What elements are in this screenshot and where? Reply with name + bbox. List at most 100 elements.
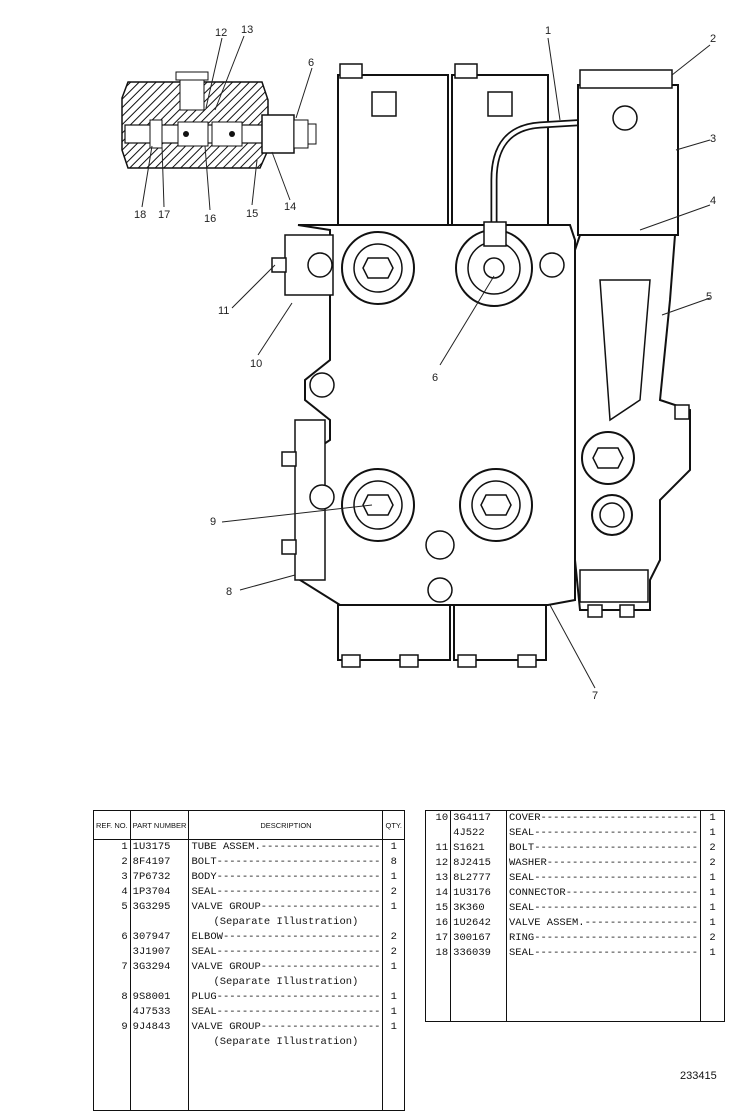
- description-text: BOLT: [191, 856, 217, 868]
- part-description: SEAL--------------------------: [506, 901, 702, 916]
- ref-number: 2: [93, 855, 131, 870]
- ref-number: 16: [425, 916, 452, 931]
- side-valve-group: [574, 69, 691, 618]
- ref-number: 18: [425, 946, 452, 961]
- part-number: 1U3176: [450, 886, 507, 901]
- leader-dots: ---------------------: [565, 887, 699, 899]
- table-filler: [425, 961, 725, 1022]
- callout-1: 1: [545, 25, 551, 37]
- leader-dots: --------------------------: [216, 1006, 381, 1018]
- ref-number: [93, 1005, 131, 1020]
- ref-number: [93, 1035, 131, 1050]
- table-row: (Separate Illustration): [93, 915, 405, 930]
- description-text: VALVE GROUP: [191, 961, 261, 973]
- part-number: 3G3294: [130, 960, 190, 975]
- description-text: SEAL: [508, 947, 535, 959]
- figure-number: 233415: [680, 1070, 717, 1082]
- callout-12: 12: [215, 27, 227, 39]
- description-text: (Separate Illustration): [213, 1036, 359, 1048]
- ref-number: 12: [425, 856, 452, 871]
- part-number: 1U3175: [130, 839, 190, 855]
- description-text: WASHER: [508, 857, 547, 869]
- part-number: 3G4117: [450, 810, 507, 826]
- callout-6-top: 6: [308, 57, 314, 69]
- part-description: VALVE GROUP-------------------: [188, 900, 384, 915]
- callout-13: 13: [241, 24, 253, 36]
- description-text: (Separate Illustration): [213, 916, 359, 928]
- callout-14: 14: [284, 201, 296, 213]
- description-text: VALVE GROUP: [191, 1021, 261, 1033]
- part-description: BODY--------------------------: [188, 870, 384, 885]
- header-part-number: PART NUMBER: [130, 810, 190, 840]
- leader-dots: --------------------------: [216, 886, 381, 898]
- ref-number: 3: [93, 870, 131, 885]
- callout-2: 2: [710, 33, 716, 45]
- part-description: BOLT--------------------------: [188, 855, 384, 870]
- ref-number: 9: [93, 1020, 131, 1035]
- description-text: RING: [508, 932, 535, 944]
- leader-dots: --------------------------: [216, 856, 381, 868]
- leader-dots: --------------------------: [216, 871, 381, 883]
- leader-dots: -------------------: [260, 1021, 381, 1033]
- quantity: [383, 1035, 405, 1050]
- part-number: 3K360: [450, 901, 507, 916]
- part-description: ELBOW-------------------------: [188, 930, 384, 945]
- callout-18: 18: [134, 209, 146, 221]
- description-text: VALVE GROUP: [191, 901, 261, 913]
- ref-number: 11: [425, 841, 452, 856]
- quantity: 1: [709, 947, 716, 959]
- leader-dots: --------------------------: [534, 932, 699, 944]
- ref-number: 13: [425, 871, 452, 886]
- quantity: 2: [390, 886, 397, 898]
- part-number: 3J1907: [130, 945, 190, 960]
- ref-number: [93, 945, 131, 960]
- callout-labels: 1 2 3 4 5 6 6 7 8 9 10 11 12 13 14 15 16…: [134, 24, 716, 702]
- part-description: (Separate Illustration): [188, 975, 384, 990]
- description-text: (Separate Illustration): [213, 976, 359, 988]
- part-number: [130, 1035, 190, 1050]
- part-description: (Separate Illustration): [188, 915, 384, 930]
- description-text: SEAL: [508, 872, 535, 884]
- part-number: 1U2642: [450, 916, 507, 931]
- leader-dots: --------------------------: [534, 902, 699, 914]
- callout-17: 17: [158, 209, 170, 221]
- part-description: SEAL--------------------------: [506, 946, 702, 961]
- leader-dots: --------------------------: [534, 827, 699, 839]
- part-number: 336039: [450, 946, 507, 961]
- description-text: PLUG: [191, 991, 217, 1003]
- ref-number: 14: [425, 886, 452, 901]
- part-description: SEAL--------------------------: [188, 1005, 384, 1020]
- leader-dots: -------------------: [260, 901, 381, 913]
- quantity: 2: [709, 842, 716, 854]
- part-number: 307947: [130, 930, 190, 945]
- callout-15: 15: [246, 208, 258, 220]
- description-text: ELBOW: [191, 931, 223, 943]
- ref-number: 7: [93, 960, 131, 975]
- part-number: [130, 975, 190, 990]
- callout-5: 5: [706, 291, 712, 303]
- ref-number: [93, 975, 131, 990]
- inset-section-view: [121, 71, 317, 169]
- leader-dots: ------------------: [584, 917, 699, 929]
- part-description: (Separate Illustration): [188, 1035, 384, 1050]
- part-description: WASHER------------------------: [506, 856, 702, 871]
- part-description: VALVE GROUP-------------------: [188, 1020, 384, 1035]
- exploded-parts-diagram: 1 2 3 4 5 6 6 7 8 9 10 11 12 13 14 15 16…: [121, 24, 716, 702]
- ref-number: 1: [93, 839, 131, 855]
- ref-number: 15: [425, 901, 452, 916]
- part-description: VALVE ASSEM.------------------: [506, 916, 702, 931]
